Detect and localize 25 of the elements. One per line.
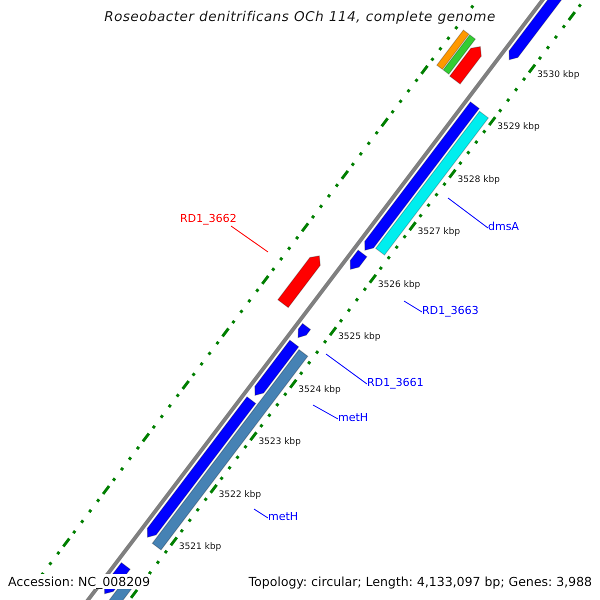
gene-label: metH — [268, 510, 298, 523]
genome-info-text: Topology: circular; Length: 4,133,097 bp; Genes: 3,988 — [248, 574, 592, 589]
gene-label: RD1_3662 — [180, 212, 237, 225]
scale-label: 3527 kbp — [418, 227, 460, 238]
scale-label: 3522 kbp — [218, 490, 262, 500]
gene-label: RD1_3661 — [367, 376, 424, 389]
gene-label: RD1_3663 — [422, 304, 479, 317]
leader-line — [254, 508, 268, 518]
scale-label: 3525 kbp — [338, 332, 380, 342]
accession-text: Accession: NC_008209 — [8, 574, 150, 589]
scale-label: 3521 kbp — [178, 542, 222, 552]
leader-line — [312, 404, 338, 420]
leader-line — [326, 354, 368, 384]
scale-label: 3530 kbp — [537, 70, 580, 80]
leader-line — [230, 226, 268, 252]
gene-label: dmsA — [488, 220, 519, 233]
gene-label: metH — [338, 411, 368, 424]
leader-line — [448, 198, 488, 228]
leader-line — [404, 300, 422, 312]
scale-label: 3528 kbp — [457, 174, 500, 185]
scale-label: 3524 kbp — [298, 384, 341, 395]
scale-label: 3529 kbp — [497, 122, 540, 132]
scale-label: 3526 kbp — [378, 280, 420, 290]
scale-label: 3523 kbp — [258, 437, 301, 448]
title: Roseobacter denitrificans OCh 114, complete genome — [104, 9, 496, 25]
